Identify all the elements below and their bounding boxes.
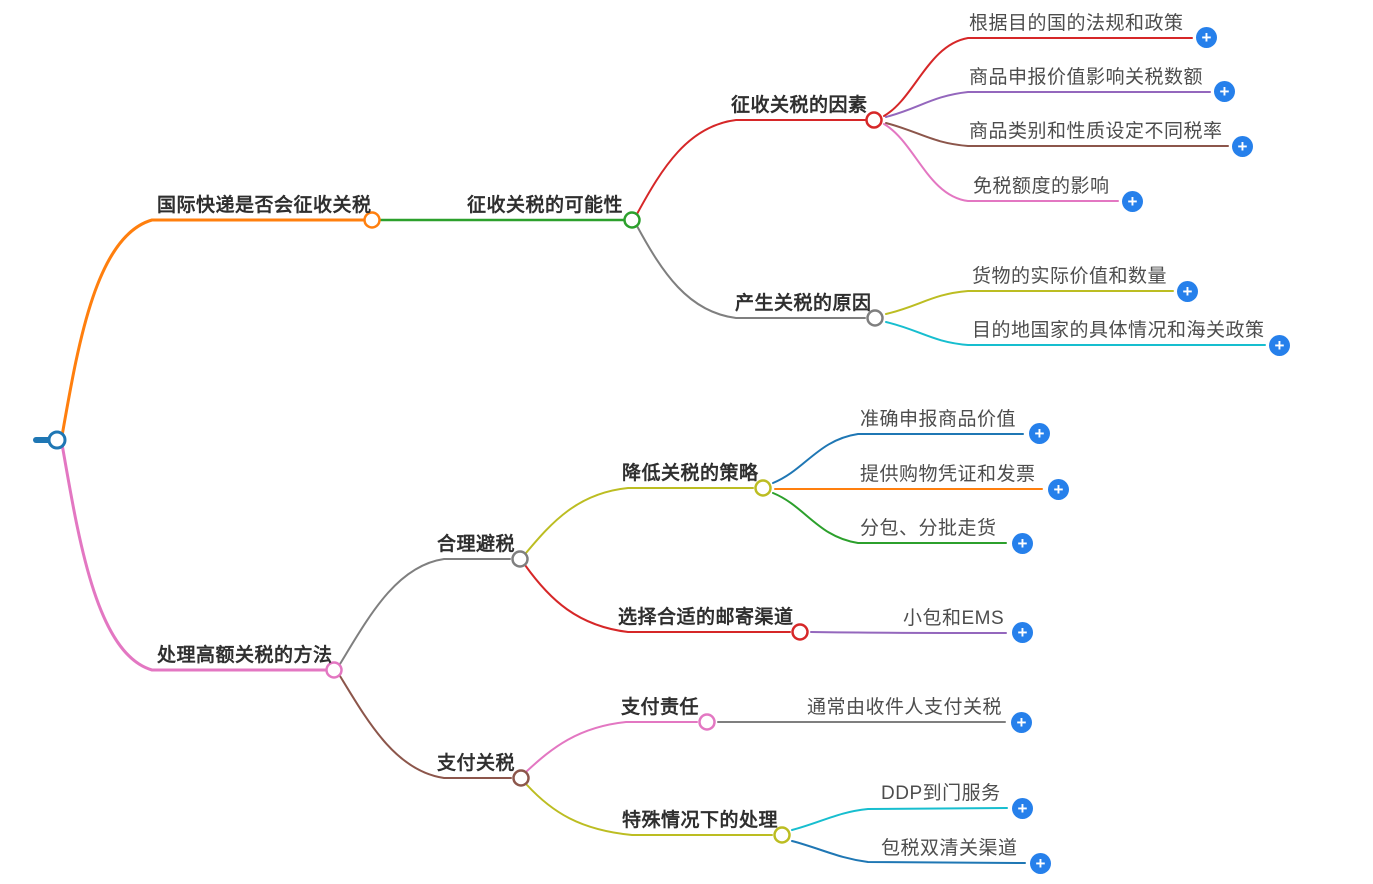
node-label-handle-high-duty[interactable]: 处理高额关税的方法 bbox=[157, 645, 333, 666]
node-circle-special-cases[interactable] bbox=[773, 826, 791, 844]
link-small-packet-ems bbox=[810, 631, 1007, 634]
node-circle-payment-responsibility[interactable] bbox=[698, 713, 716, 731]
link-duty-reasons bbox=[636, 225, 866, 319]
leaf-label-destination-customs-policy[interactable]: 目的地国家的具体情况和海关政策 bbox=[972, 320, 1265, 341]
leaf-label-provide-receipts[interactable]: 提供购物凭证和发票 bbox=[860, 464, 1036, 485]
add-node-button-declared-value[interactable]: + bbox=[1214, 81, 1235, 102]
add-node-button-split-shipments[interactable]: + bbox=[1012, 533, 1033, 554]
leaf-label-ddp-service[interactable]: DDP到门服务 bbox=[881, 783, 1001, 804]
add-node-button-provide-receipts[interactable]: + bbox=[1048, 479, 1069, 500]
add-node-button-actual-value-quantity[interactable]: + bbox=[1177, 281, 1198, 302]
link-reduce-duty-strategy bbox=[525, 487, 754, 554]
link-split-shipments bbox=[772, 492, 1007, 544]
link-tax-included-channel bbox=[791, 840, 1026, 864]
link-destination-regulations bbox=[883, 37, 1193, 117]
leaf-label-actual-value-quantity[interactable]: 货物的实际价值和数量 bbox=[972, 266, 1168, 287]
link-choose-shipping-channel bbox=[524, 564, 791, 633]
node-circle-handle-high-duty[interactable] bbox=[325, 661, 343, 679]
node-label-payment-responsibility[interactable]: 支付责任 bbox=[621, 697, 700, 718]
add-node-button-small-packet-ems[interactable]: + bbox=[1012, 622, 1033, 643]
link-accurate-declaration bbox=[772, 433, 1024, 484]
leaf-label-declared-value[interactable]: 商品申报价值影响关税数额 bbox=[969, 67, 1204, 88]
link-international-express-duty bbox=[60, 218, 365, 438]
add-node-button-category-rates[interactable]: + bbox=[1232, 136, 1253, 157]
node-label-duty-possibility[interactable]: 征收关税的可能性 bbox=[467, 195, 624, 216]
add-node-button-recipient-pays[interactable]: + bbox=[1011, 712, 1032, 733]
node-label-pay-duty[interactable]: 支付关税 bbox=[437, 753, 516, 774]
leaf-label-accurate-declaration[interactable]: 准确申报商品价值 bbox=[860, 409, 1017, 430]
link-reasonable-tax-avoidance bbox=[339, 558, 511, 665]
node-circle-choose-shipping-channel[interactable] bbox=[791, 623, 809, 641]
link-special-cases bbox=[526, 784, 773, 836]
leaf-label-recipient-pays[interactable]: 通常由收件人支付关税 bbox=[807, 697, 1003, 718]
add-node-button-tax-included-channel[interactable]: + bbox=[1030, 853, 1051, 874]
root-node-circle[interactable] bbox=[47, 430, 67, 450]
link-actual-value-quantity bbox=[885, 290, 1174, 315]
node-circle-duty-possibility[interactable] bbox=[623, 211, 641, 229]
node-circle-reduce-duty-strategy[interactable] bbox=[754, 479, 772, 497]
node-label-duty-reasons[interactable]: 产生关税的原因 bbox=[735, 293, 872, 314]
add-node-button-exemption-threshold[interactable]: + bbox=[1122, 191, 1143, 212]
leaf-label-category-rates[interactable]: 商品类别和性质设定不同税率 bbox=[969, 121, 1223, 142]
add-node-button-destination-regulations[interactable]: + bbox=[1196, 27, 1217, 48]
node-circle-reasonable-tax-avoidance[interactable] bbox=[511, 550, 529, 568]
leaf-label-tax-included-channel[interactable]: 包税双清关渠道 bbox=[881, 838, 1018, 859]
node-label-reduce-duty-strategy[interactable]: 降低关税的策略 bbox=[622, 463, 759, 484]
node-circle-pay-duty[interactable] bbox=[512, 769, 530, 787]
node-circle-duty-factors[interactable] bbox=[865, 111, 883, 129]
link-destination-customs-policy bbox=[885, 321, 1266, 346]
link-exemption-threshold bbox=[883, 123, 1119, 202]
link-ddp-service bbox=[791, 807, 1008, 831]
node-label-international-express-duty[interactable]: 国际快递是否会征收关税 bbox=[157, 195, 372, 216]
link-payment-responsibility bbox=[526, 721, 698, 772]
leaf-label-exemption-threshold[interactable]: 免税额度的影响 bbox=[973, 176, 1110, 197]
link-handle-high-duty bbox=[60, 442, 327, 672]
link-duty-factors bbox=[636, 119, 866, 215]
node-circle-international-express-duty[interactable] bbox=[363, 211, 381, 229]
link-category-rates bbox=[885, 122, 1229, 147]
add-node-button-destination-customs-policy[interactable]: + bbox=[1269, 335, 1290, 356]
leaf-label-destination-regulations[interactable]: 根据目的国的法规和政策 bbox=[969, 13, 1184, 34]
add-node-button-accurate-declaration[interactable]: + bbox=[1029, 423, 1050, 444]
node-label-duty-factors[interactable]: 征收关税的因素 bbox=[731, 95, 868, 116]
leaf-label-split-shipments[interactable]: 分包、分批走货 bbox=[860, 518, 997, 539]
leaf-label-small-packet-ems[interactable]: 小包和EMS bbox=[903, 608, 1005, 629]
node-circle-duty-reasons[interactable] bbox=[866, 309, 884, 327]
add-node-button-ddp-service[interactable]: + bbox=[1012, 798, 1033, 819]
link-pay-duty bbox=[339, 675, 512, 779]
node-label-special-cases[interactable]: 特殊情况下的处理 bbox=[622, 810, 779, 831]
node-label-reasonable-tax-avoidance[interactable]: 合理避税 bbox=[437, 534, 516, 555]
node-label-choose-shipping-channel[interactable]: 选择合适的邮寄渠道 bbox=[618, 607, 794, 628]
link-declared-value bbox=[885, 91, 1211, 118]
